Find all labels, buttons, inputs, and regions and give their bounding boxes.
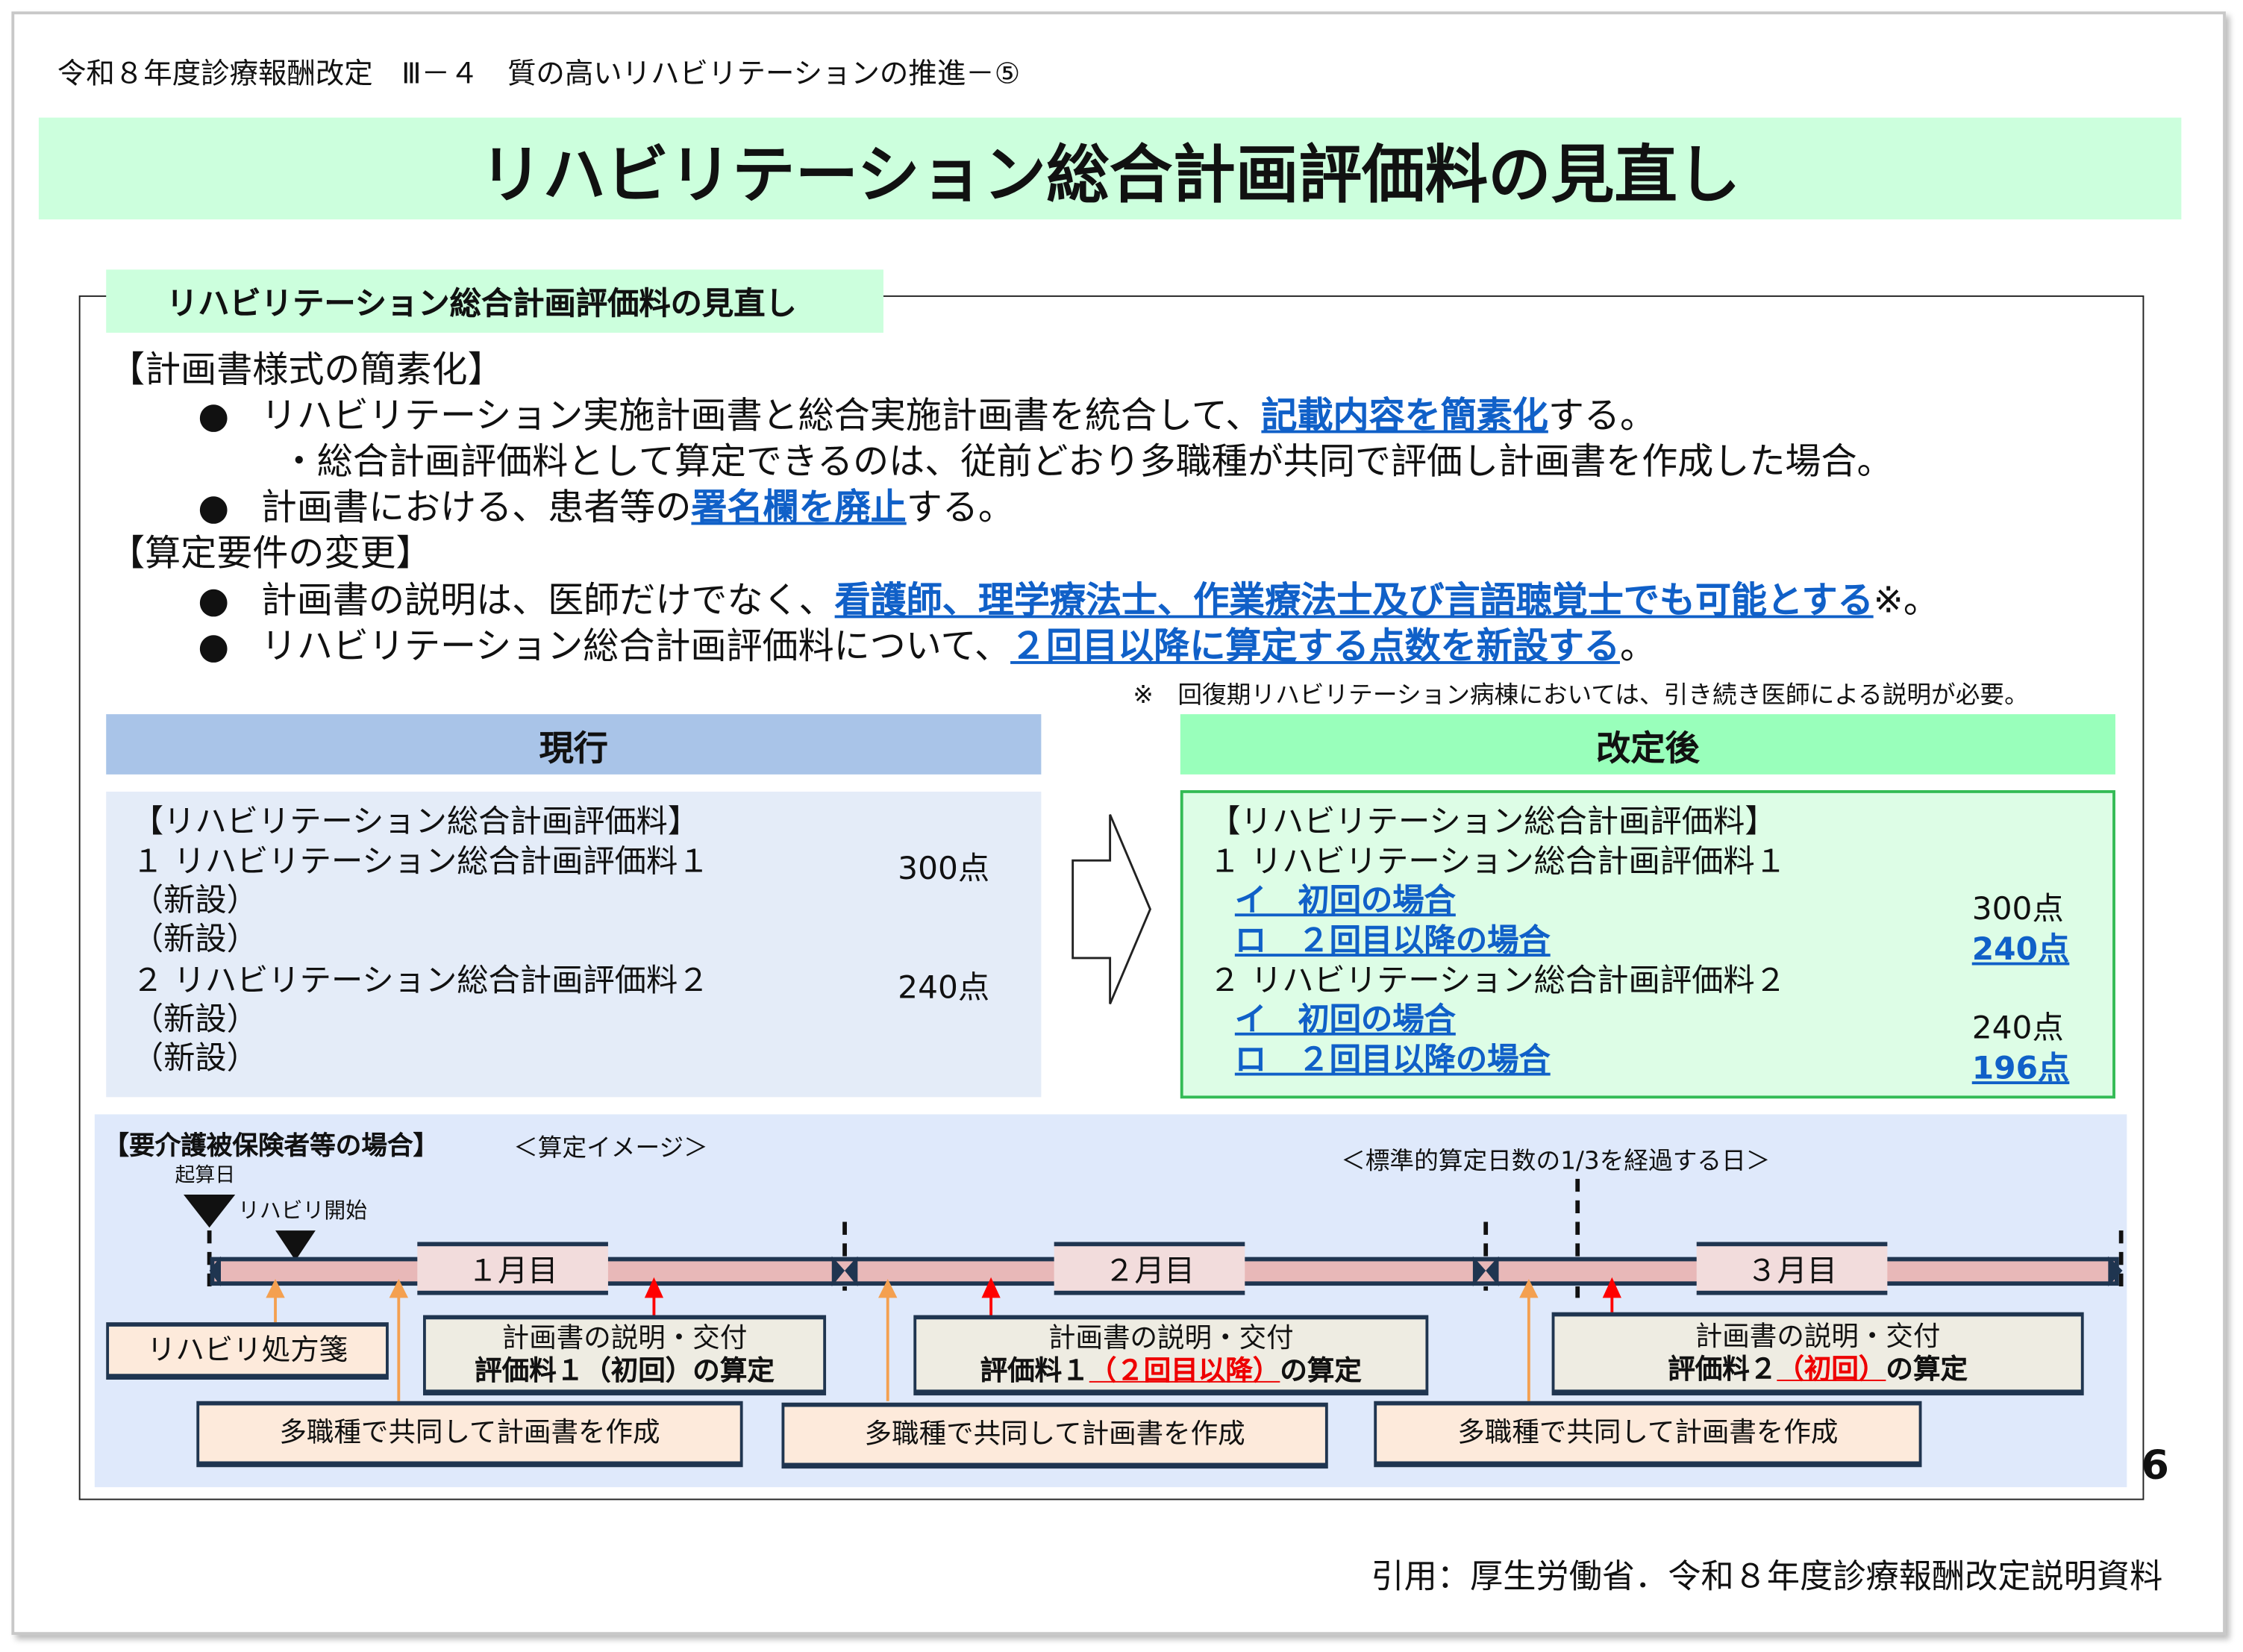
bullet-item-4: ● リハビリテーション総合計画評価料について、２回目以降に算定する点数を新設する。 bbox=[198, 624, 1656, 670]
month-3-label: ３月目 bbox=[1696, 1242, 1888, 1295]
revised-line: イ 初回の場合 bbox=[1234, 1002, 1456, 1039]
text: する。 bbox=[1548, 394, 1657, 437]
bullet-item-1: ● リハビリテーション実施計画書と総合実施計画書を統合して、記載内容を簡素化する。 bbox=[198, 393, 1656, 439]
footnote: ※ 回復期リハビリテーション病棟においては、引き続き医師による説明が必要。 bbox=[1133, 680, 2029, 710]
revised-line: ２ リハビリテーション総合計画評価料２ bbox=[1209, 963, 1786, 1000]
explain-box-1: 計画書の説明・交付 評価料１（初回）の算定 bbox=[422, 1315, 827, 1396]
text: ※。 bbox=[1873, 579, 1939, 622]
calc-post: の算定 bbox=[1280, 1354, 1362, 1386]
explain-text: 計画書の説明・交付 bbox=[501, 1321, 748, 1354]
heading-simplification: 【計画書様式の簡素化】 bbox=[109, 348, 504, 390]
highlight-link: 署名欄を廃止 bbox=[691, 486, 907, 528]
points-value-new: 240点 bbox=[1971, 932, 2070, 969]
current-line: （新設） bbox=[131, 883, 258, 920]
explain-text: 計画書の説明・交付 bbox=[1695, 1320, 1941, 1352]
revised-line: ロ ２回目以降の場合 bbox=[1234, 923, 1551, 960]
calc-pre: 評価料２ bbox=[1668, 1353, 1777, 1385]
arrow-right-icon bbox=[1072, 814, 1152, 1004]
bullet-icon: ● bbox=[198, 394, 230, 437]
citation: 引用：厚生労働省．令和８年度診療報酬改定説明資料 bbox=[1371, 1559, 2163, 1597]
prescription-box: リハビリ処方箋 bbox=[106, 1322, 389, 1380]
bullet-item-3: ● 計画書の説明は、医師だけでなく、看護師、理学療法士、作業療法士及び言語聴覚士で… bbox=[198, 578, 1939, 625]
calc-text: 評価料２（初回）の算定 bbox=[1668, 1353, 1968, 1386]
points-value: 300点 bbox=[1971, 892, 2064, 928]
month-2-label: ２月目 bbox=[1054, 1242, 1245, 1295]
section-tab-label: リハビリテーション総合計画評価料の見直し bbox=[106, 269, 883, 333]
heading-requirements: 【算定要件の変更】 bbox=[109, 532, 432, 574]
revised-line: １ リハビリテーション総合計画評価料１ bbox=[1209, 845, 1786, 881]
explain-box-3: 計画書の説明・交付 評価料２（初回）の算定 bbox=[1551, 1312, 2084, 1396]
diagram-subtitle: ＜算定イメージ＞ bbox=[513, 1134, 708, 1163]
highlight-link: 記載内容を簡素化 bbox=[1261, 394, 1548, 437]
sub-item: ・総合計画評価料として算定できるのは、従前どおり多職種が共同で評価し計画書を作成… bbox=[281, 440, 1893, 482]
bullet-icon: ● bbox=[198, 486, 230, 528]
calc-highlight: （初回） bbox=[1777, 1353, 1886, 1385]
page-title: リハビリテーション総合計画評価料の見直し bbox=[38, 117, 2182, 220]
highlight-link: 看護師、理学療法士、作業療法士及び言語聴覚士でも可能とする bbox=[834, 579, 1874, 622]
start-day-marker-icon bbox=[184, 1195, 236, 1228]
calc-post: の算定 bbox=[1886, 1353, 1968, 1385]
revised-line: ロ ２回目以降の場合 bbox=[1234, 1042, 1551, 1079]
current-line: 【リハビリテーション総合計画評価料】 bbox=[131, 804, 700, 841]
current-header: 現行 bbox=[106, 714, 1042, 775]
calc-text: 評価料１（初回）の算定 bbox=[475, 1354, 775, 1386]
text: リハビリテーション実施計画書と総合実施計画書を統合して、 bbox=[260, 394, 1262, 437]
current-line: １ リハビリテーション総合計画評価料１ bbox=[131, 845, 710, 881]
text: する。 bbox=[906, 486, 1014, 528]
text: 計画書の説明は、医師だけでなく、 bbox=[260, 579, 835, 622]
text: 。 bbox=[1619, 625, 1657, 667]
revised-header: 改定後 bbox=[1180, 714, 2115, 775]
red-arrows bbox=[644, 1277, 1621, 1317]
current-line: ２ リハビリテーション総合計画評価料２ bbox=[131, 963, 710, 1000]
start-day-label: 起算日 bbox=[175, 1164, 236, 1188]
text: 計画書における、患者等の bbox=[260, 486, 692, 528]
rehab-start-label: リハビリ開始 bbox=[238, 1197, 368, 1224]
revised-panel: 【リハビリテーション総合計画評価料】 １ リハビリテーション総合計画評価料１ イ… bbox=[1180, 790, 2115, 1099]
diagram-title: 【要介護被保険者等の場合】 bbox=[103, 1131, 439, 1162]
joint-plan-box-2: 多職種で共同して計画書を作成 bbox=[781, 1402, 1328, 1469]
content-box bbox=[78, 295, 2145, 1501]
revised-line: 【リハビリテーション総合計画評価料】 bbox=[1209, 804, 1777, 841]
calc-text: 評価料１（２回目以降）の算定 bbox=[980, 1354, 1362, 1387]
month-1-label: １月目 bbox=[417, 1242, 608, 1295]
joint-plan-box-1: 多職種で共同して計画書を作成 bbox=[196, 1401, 743, 1468]
current-line: （新設） bbox=[131, 1041, 258, 1077]
current-line: （新設） bbox=[131, 1002, 258, 1039]
highlight-link: ２回目以降に算定する点数を新設する bbox=[1010, 625, 1620, 667]
calc-pre: 評価料１ bbox=[980, 1354, 1089, 1386]
bullet-icon: ● bbox=[198, 625, 230, 667]
dashed-markers bbox=[207, 1178, 2124, 1298]
breadcrumb: 令和８年度診療報酬改定 Ⅲ－４ 質の高いリハビリテーションの推進－⑤ bbox=[57, 55, 1021, 91]
joint-plan-box-3: 多職種で共同して計画書を作成 bbox=[1374, 1401, 1922, 1468]
text: リハビリテーション総合計画評価料について、 bbox=[260, 625, 1011, 667]
points-value: 300点 bbox=[898, 851, 990, 888]
calc-highlight: （２回目以降） bbox=[1089, 1354, 1280, 1386]
current-line: （新設） bbox=[131, 922, 258, 958]
points-value: 240点 bbox=[898, 971, 990, 1007]
bullet-item-2: ● 計画書における、患者等の署名欄を廃止する。 bbox=[198, 485, 1014, 531]
standard-day-label: ＜標準的算定日数の1/3を経過する日＞ bbox=[1341, 1147, 1771, 1177]
orange-arrows bbox=[266, 1278, 1539, 1401]
points-value: 240点 bbox=[1971, 1011, 2064, 1048]
page-number: 6 bbox=[2141, 1441, 2169, 1489]
revised-line: イ 初回の場合 bbox=[1234, 883, 1456, 920]
current-panel: 【リハビリテーション総合計画評価料】 １ リハビリテーション総合計画評価料１ （… bbox=[106, 791, 1042, 1098]
explain-box-2: 計画書の説明・交付 評価料１（２回目以降）の算定 bbox=[913, 1315, 1429, 1396]
bullet-icon: ● bbox=[198, 579, 230, 622]
explain-text: 計画書の説明・交付 bbox=[1048, 1321, 1294, 1354]
points-value-new: 196点 bbox=[1971, 1051, 2070, 1087]
rehab-start-marker-icon bbox=[275, 1230, 316, 1261]
